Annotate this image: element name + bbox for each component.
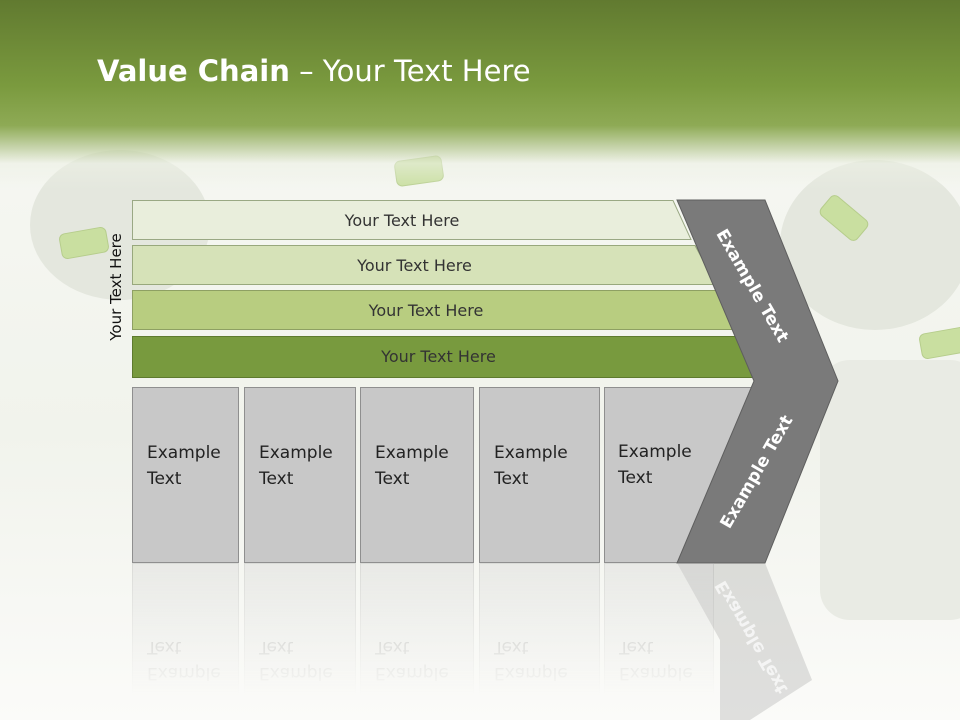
reflection-box-4-line2: Text: [494, 637, 529, 657]
header-band: [0, 0, 960, 190]
reflection-box-5: Example Text: [604, 563, 714, 720]
activity-box-2-line1: Example: [259, 443, 333, 463]
row-3: Your Text Here: [132, 290, 740, 330]
reflection-box-4: Example Text: [479, 563, 600, 720]
reflection-box-3: Example Text: [360, 563, 474, 720]
activity-box-1-line2: Text: [147, 469, 182, 489]
reflection-box-3-label: Example Text: [375, 634, 465, 686]
reflection-box-1-label: Example Text: [147, 634, 237, 686]
title-rest: – Your Text Here: [289, 54, 531, 88]
row-4-label: Your Text Here: [381, 346, 496, 366]
background-table-shape: [820, 360, 960, 620]
reflection-box-4-line1: Example: [494, 663, 568, 683]
activity-box-1-line1: Example: [147, 443, 221, 463]
reflection-box-2-line2: Text: [259, 637, 294, 657]
reflection-box-5-line1: Example: [619, 663, 693, 683]
page-title: Value Chain – Your Text Here: [97, 54, 531, 94]
activity-box-3-line2: Text: [375, 469, 410, 489]
reflection-box-2-label: Example Text: [259, 634, 349, 686]
reflection-box-3-line2: Text: [375, 637, 410, 657]
reflection-box-1: Example Text: [132, 563, 239, 720]
reflection-box-1-line1: Example: [147, 663, 221, 683]
activity-box-5-line2: Text: [618, 468, 653, 488]
reflection-box-2: Example Text: [244, 563, 356, 720]
title-bold: Value Chain: [97, 54, 290, 88]
row-2-label: Your Text Here: [357, 255, 472, 275]
reflection-box-5-line2: Text: [619, 637, 654, 657]
row-1: Your Text Here: [132, 200, 692, 240]
row-4: Your Text Here: [132, 336, 765, 378]
boxes-reflection: Example Text Example Text Example Text Exam…: [0, 563, 960, 720]
chevron-reflection: [677, 563, 812, 720]
activity-box-2-line2: Text: [259, 469, 294, 489]
activity-box-4-line2: Text: [494, 469, 529, 489]
activity-box-3-line1: Example: [375, 443, 449, 463]
row-1-shape: [132, 200, 692, 240]
activity-box-5-line1: Example: [618, 442, 692, 462]
reflection-box-4-label: Example Text: [494, 634, 584, 686]
row-1-label: Your Text Here: [344, 210, 460, 230]
row-2: Your Text Here: [132, 245, 717, 285]
row-3-label: Your Text Here: [368, 300, 484, 320]
chevron-shape: [676, 199, 839, 564]
activity-box-4-line1: Example: [494, 443, 568, 463]
reflection-box-3-line1: Example: [375, 663, 449, 683]
reflection-box-5-label: Example Text: [619, 634, 709, 686]
reflection-box-2-line1: Example: [259, 663, 333, 683]
reflection-box-1-line2: Text: [147, 637, 182, 657]
